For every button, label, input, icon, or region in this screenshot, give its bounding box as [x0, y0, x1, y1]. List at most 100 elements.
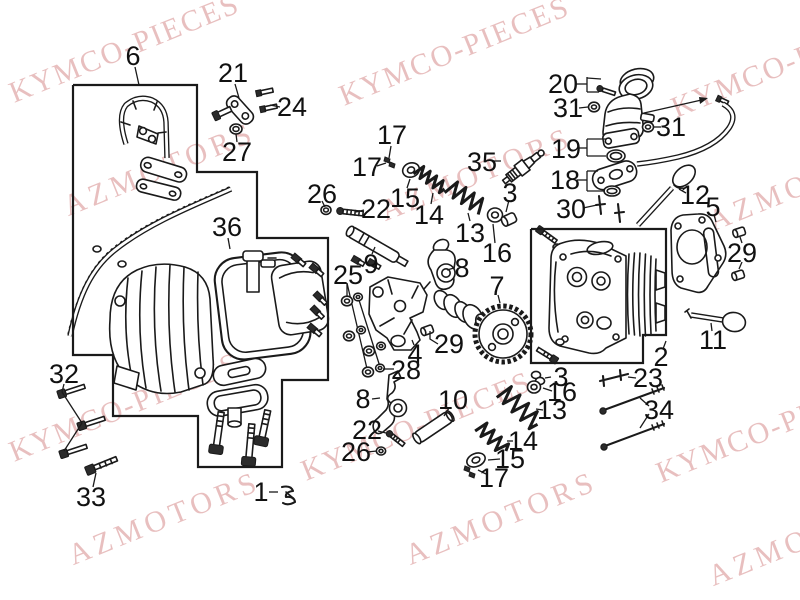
head-bolt-bottom — [535, 346, 560, 365]
inner-cover-plate — [270, 260, 330, 336]
flange-nut-31-right — [641, 121, 655, 133]
leader-line-30 — [582, 204, 598, 209]
head-bolt-top — [535, 225, 558, 245]
leader-line-26 — [321, 200, 326, 208]
flange-nut — [229, 123, 243, 135]
watermark-text: AZMOTORS — [703, 486, 800, 593]
wire-clip — [280, 485, 297, 506]
leader-line-4 — [411, 339, 415, 346]
rocker-shaft — [345, 225, 409, 268]
part-label-3-36: 3 — [553, 362, 568, 392]
tappet-cover-plate — [212, 357, 267, 387]
part-label-29-30: 29 — [727, 238, 757, 268]
part-label-5-29: 5 — [705, 192, 720, 222]
part-label-31-24: 31 — [656, 112, 686, 142]
pointer-arrow — [643, 97, 708, 114]
part-label-26-43: 26 — [341, 437, 371, 467]
leader-line-23 — [627, 376, 637, 379]
screw — [258, 103, 279, 114]
breather-stub — [242, 250, 277, 293]
lock-nut — [320, 204, 332, 216]
part-label-27-3: 27 — [222, 137, 252, 167]
inner-spring-bottom — [474, 421, 511, 452]
leader-line-17 — [388, 145, 392, 159]
part-label-35-11: 35 — [467, 147, 497, 177]
valve-seal — [486, 207, 504, 223]
dowel-bushing — [420, 324, 435, 337]
part-label-8-16: 8 — [454, 253, 469, 283]
cooling-fins — [626, 252, 666, 337]
manifold-studs — [594, 194, 626, 224]
leader-line-17 — [477, 469, 487, 475]
intake-valve — [635, 164, 697, 227]
leader-line-21 — [234, 83, 240, 99]
part-label-29-18: 29 — [434, 329, 464, 359]
vacuum-nipple — [639, 112, 655, 123]
leader-line-5 — [713, 214, 717, 223]
part-label-32-45: 32 — [49, 359, 79, 389]
part-label-28-20: 28 — [391, 355, 421, 385]
rocker-arm-bottom — [372, 370, 408, 435]
leader-line-17 — [376, 162, 387, 167]
hanger-flange — [139, 156, 188, 183]
part-label-26-6: 26 — [307, 179, 337, 209]
leader-line-29 — [429, 331, 439, 345]
part-label-12-28: 12 — [680, 180, 710, 210]
leader-line-29 — [739, 236, 743, 244]
leader-line-7 — [497, 294, 501, 304]
cable-guide-plate — [211, 87, 279, 135]
part-label-13-38: 13 — [537, 395, 567, 425]
outer-spring-bottom — [495, 385, 539, 431]
part-label-10-35: 10 — [438, 385, 468, 415]
flange-nut-31-left — [587, 101, 601, 113]
part-label-3-12: 3 — [502, 178, 517, 208]
part-label-33-46: 33 — [76, 482, 106, 512]
leader-line-6 — [134, 66, 140, 86]
leader-line-32 — [61, 391, 83, 424]
insulator-oring — [603, 185, 621, 197]
leader-line-29 — [738, 261, 743, 270]
rocker-pin — [412, 410, 455, 445]
hanger-bracket-part — [118, 95, 188, 201]
artwork-layer — [56, 67, 747, 506]
breather-pipe — [636, 101, 736, 167]
part-label-34-34: 34 — [644, 395, 674, 425]
part-label-13-10: 13 — [455, 218, 485, 248]
leader-line-32 — [63, 422, 83, 452]
dowel-pins — [731, 226, 747, 282]
valve-cotters-bottom — [463, 465, 476, 479]
leader-line-32 — [61, 383, 65, 393]
part-label-8-44: 8 — [355, 384, 370, 414]
part-label-18-26: 18 — [550, 165, 580, 195]
part-label-6-0: 6 — [125, 41, 140, 71]
leader-line-2 — [662, 340, 667, 350]
part-label-14-39: 14 — [508, 426, 538, 456]
leader-line-15 — [487, 458, 501, 461]
leader-line-8 — [446, 267, 455, 271]
left-assembly-box — [71, 83, 330, 469]
intake-manifold — [602, 67, 655, 149]
leader-line-26 — [366, 450, 378, 453]
spark-plug — [501, 149, 545, 185]
screw — [254, 87, 275, 98]
tappet-cover — [206, 383, 269, 428]
part-label-36-21: 36 — [212, 212, 242, 242]
watermark-text: KYMCO-PIECES — [666, 2, 800, 125]
adjust-screw — [336, 206, 365, 217]
leader-line-14 — [430, 192, 434, 205]
cylinder-head-box — [529, 227, 668, 365]
flange-bolt — [211, 105, 233, 122]
leader-line-22 — [377, 430, 387, 434]
part-label-25-15: 25 — [333, 260, 363, 290]
part-label-17-4: 17 — [377, 120, 407, 150]
holder-fasteners — [340, 282, 387, 378]
spring-retainer-bottom — [466, 452, 486, 468]
insulator-plate — [591, 160, 638, 191]
leader-line-3 — [505, 199, 510, 213]
cylinder-gasket — [670, 213, 727, 294]
leader-line-31 — [578, 106, 589, 109]
leader-line-33 — [92, 472, 97, 488]
